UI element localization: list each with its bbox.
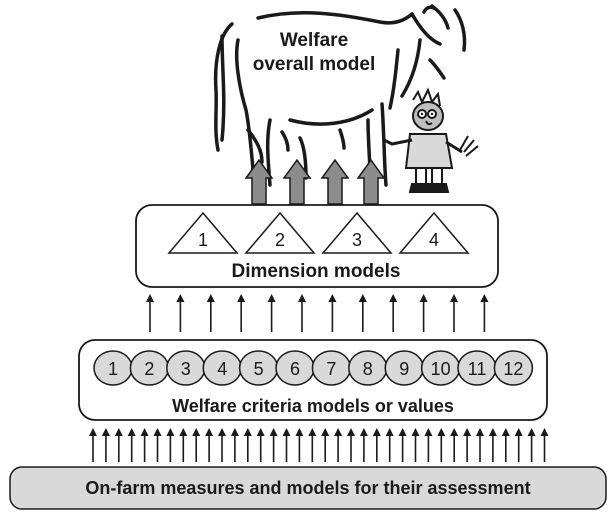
thin-arrow-head (372, 428, 381, 436)
thin-arrow-head (334, 428, 343, 436)
gray-arrow (320, 158, 350, 205)
thin-arrow-head (328, 294, 337, 302)
thin-arrow-head (359, 428, 368, 436)
thin-arrow-head (437, 428, 446, 436)
thin-arrow-head (480, 294, 489, 302)
on-farm-measures-bar (9, 466, 607, 510)
farmer-illustration (383, 87, 479, 193)
thin-arrow-head (514, 428, 523, 436)
thin-arrow-head (101, 428, 110, 436)
thin-arrow-head (166, 428, 175, 436)
thin-arrow-head (243, 428, 252, 436)
thin-arrow-head (424, 428, 433, 436)
thin-arrow-head (419, 294, 428, 302)
thin-arrow-head (540, 428, 549, 436)
gray-arrows (244, 158, 386, 205)
thin-arrow-head (385, 428, 394, 436)
dimension-triangle-label: 1 (198, 230, 208, 250)
measures-to-criteria-arrows (89, 428, 549, 462)
thin-arrow-head (140, 428, 149, 436)
thin-arrow-head (389, 294, 398, 302)
criteria-circle-label: 11 (468, 359, 487, 379)
criteria-circle-label: 12 (503, 359, 523, 379)
thin-arrow-head (463, 428, 472, 436)
thin-arrow-head (146, 294, 154, 302)
cow-illustration (213, 4, 467, 187)
thin-arrow-head (321, 428, 330, 436)
dimension-triangle (398, 211, 470, 254)
thin-arrow-head (295, 428, 304, 436)
gray-arrow (244, 158, 274, 205)
thin-arrow-head (218, 428, 226, 436)
top-model-title-line1: Welfare (280, 30, 348, 51)
thin-arrow-head (269, 428, 278, 436)
criteria-circle-label: 5 (254, 359, 264, 379)
criteria-circle-label: 8 (363, 359, 373, 379)
criteria-circle-label: 7 (326, 359, 336, 379)
criteria-circle-label: 1 (108, 359, 118, 379)
gray-arrow (282, 158, 312, 205)
thin-arrow-head (256, 428, 265, 436)
thin-arrow-head (127, 428, 136, 436)
thin-arrow-head (347, 428, 355, 436)
thin-arrow-head (476, 428, 484, 436)
dimension-triangle (167, 211, 239, 254)
thin-arrow-head (450, 428, 459, 436)
criteria-circle (493, 350, 534, 386)
thin-arrow-head (114, 428, 123, 436)
thin-arrow-head (206, 294, 215, 302)
dimension-triangle (244, 211, 316, 254)
thin-arrow-head (411, 428, 420, 436)
thin-arrow-head (488, 428, 497, 436)
dimension-triangle (321, 211, 393, 254)
thin-arrow-head (527, 428, 536, 436)
criteria-models-label: Welfare criteria models or values (172, 396, 454, 416)
thin-arrow-head (230, 428, 239, 436)
thin-arrow-head (89, 428, 97, 436)
dimension-models-box (135, 204, 499, 288)
on-farm-measures-label: On-farm measures and models for their as… (85, 478, 530, 498)
gray-arrow (356, 158, 386, 205)
dimension-triangle-label: 4 (429, 230, 439, 250)
thin-arrow-head (153, 428, 162, 436)
thin-arrow-head (237, 294, 246, 302)
thin-arrow-head (192, 428, 201, 436)
thin-arrow-head (179, 428, 188, 436)
dimension-triangle-label: 2 (275, 230, 285, 250)
thin-arrow-head (205, 428, 214, 436)
thin-arrow-head (308, 428, 317, 436)
criteria-circle-label: 6 (290, 359, 300, 379)
criteria-circle-label: 2 (144, 359, 154, 379)
thin-arrow-head (298, 294, 306, 302)
thin-arrow-head (282, 428, 291, 436)
dimension-models-label: Dimension models (232, 261, 401, 282)
thin-arrow-head (176, 294, 185, 302)
criteria-circle-label: 10 (431, 359, 451, 379)
thin-arrow-head (398, 428, 407, 436)
criteria-circle-label: 4 (217, 359, 227, 379)
dimension-triangles: 1 2 3 4 (167, 211, 470, 254)
thin-arrow-head (450, 294, 458, 302)
dimension-triangle-label: 3 (352, 230, 362, 250)
criteria-to-dimension-arrows (146, 294, 489, 332)
thin-arrow-head (267, 294, 276, 302)
thin-arrow-head (501, 428, 510, 436)
thin-arrow-head (358, 294, 367, 302)
criteria-circle-label: 3 (181, 359, 191, 379)
criteria-circle-label: 9 (399, 359, 409, 379)
top-model-title-line2: overall model (253, 54, 376, 75)
